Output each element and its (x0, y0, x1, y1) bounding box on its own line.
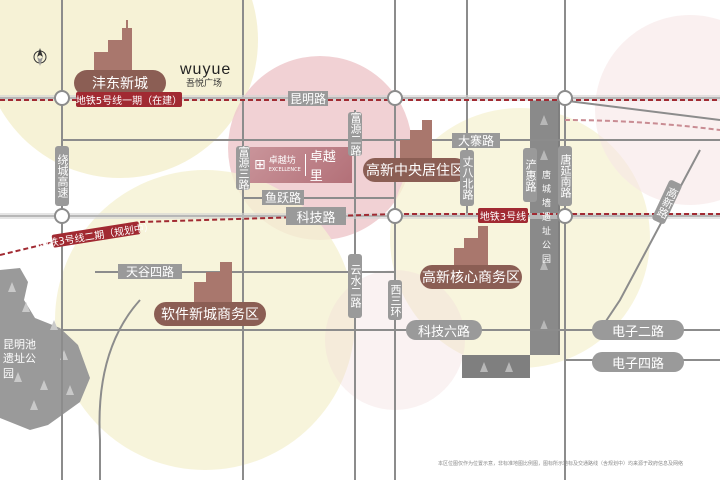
road-keji6: 科技六路 (406, 320, 482, 340)
district-gaoxin-residential[interactable]: 高新中央居住区 (363, 158, 467, 182)
road-keji: 科技路 (286, 207, 346, 226)
road-yuyue: 鱼跃路 (262, 190, 304, 205)
project-logo-icon: ⊞ (254, 157, 266, 173)
brand-logo-sub: 吾悦广场 (186, 79, 223, 89)
brand-logo: wuyue (180, 61, 232, 78)
road-chanhui: 浐惠路 (523, 148, 537, 202)
map-disclaimer: 本区位图仅作为位置示意，非标准地图比例图，图标所示地标及交通路线（含规划中）均来… (438, 461, 684, 467)
kunmingchi-park-shape (0, 268, 90, 430)
road-dianzi2: 电子二路 (592, 320, 684, 340)
park-kunmingchi: 昆明池遗址公园 (3, 338, 36, 380)
project-name-cn2: 卓越里 (309, 150, 336, 184)
road-fuyuan2: 富源二路 (348, 112, 362, 156)
metro-line5-label: 地铁5号线一期（在建） (76, 92, 182, 107)
road-dianzi4: 电子四路 (592, 352, 684, 372)
metro-line3-label: 地铁3号线 (478, 208, 528, 223)
road-fuyuan3: 富源三路 (236, 146, 250, 190)
east-halo (595, 15, 720, 205)
project-name-cn: 卓越坊 (268, 156, 296, 166)
project-name-en: EXCELLENCE (268, 167, 301, 173)
road-wenba: 丈八北路 (460, 150, 474, 206)
compass-icon (33, 48, 47, 66)
building-gaoxin-residential-icon (400, 120, 432, 160)
district-fengdong[interactable]: 沣东新城 (74, 70, 166, 96)
road-raocheng: 绕城高速 (55, 146, 69, 206)
road-tiangu4: 天谷四路 (118, 264, 182, 279)
road-yunshui: 云水二路 (348, 254, 362, 318)
building-software-icon (194, 262, 232, 306)
road-tangyan: 唐延南路 (558, 146, 572, 206)
road-xisanhuan: 西三环 (388, 280, 402, 320)
park-tangcheng: 唐城墙遗址公园 (540, 170, 550, 268)
building-gaoxin-cbd-icon (454, 226, 488, 268)
road-dazhai: 大寨路 (452, 133, 500, 148)
project-marker[interactable]: ⊞ 卓越坊 EXCELLENCE 卓越里 (250, 147, 352, 184)
road-kunming: 昆明路 (288, 91, 328, 106)
district-gaoxin-cbd[interactable]: 高新核心商务区 (420, 265, 522, 289)
district-software[interactable]: 软件新城商务区 (154, 302, 266, 326)
